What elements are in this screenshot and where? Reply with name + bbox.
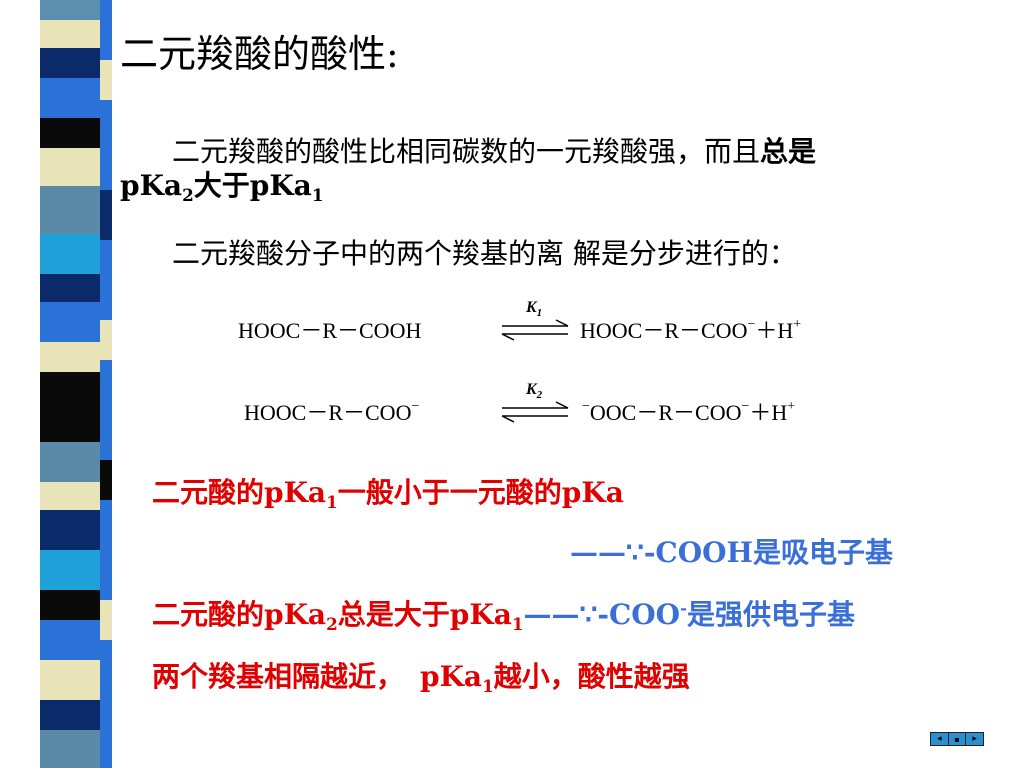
prev-button[interactable]: ◂ [931, 733, 949, 745]
greater-than-text: 大于 [193, 169, 250, 202]
paragraph-text: 二元羧酸的酸性比相同碳数的一元羧酸强，而且 [172, 135, 761, 168]
next-icon: ▸ [972, 734, 977, 744]
home-button[interactable]: ▪ [948, 733, 967, 745]
note-distance: 两个羧基相隔越近，pKa1越小，酸性越强 [152, 660, 690, 696]
note-pka2: 二元酸的pKa2总是大于pKa1——∵-COO-是强供电子基 [152, 597, 856, 634]
eq2-right: −OOC－R－COO−＋H+ [582, 399, 795, 425]
paragraph-stepwise: 二元羧酸分子中的两个羧基的离 解是分步进行的： [172, 237, 797, 270]
pka1-subscript: 1 [311, 184, 324, 205]
note-cooh-withdrawing: ——∵-COOH是吸电子基 [570, 536, 893, 569]
home-icon: ▪ [954, 734, 960, 744]
pka1-label: pKa [249, 169, 312, 202]
equilibrium-arrow-icon [501, 401, 569, 423]
eq1-left: HOOC－R－COOH [238, 318, 421, 343]
paragraph-emphasis: 总是 [760, 135, 817, 168]
slide-nav: ◂ ▪ ▸ [930, 732, 984, 746]
next-button[interactable]: ▸ [966, 733, 984, 745]
eq1-right: HOOC－R－COO−＋H+ [580, 317, 801, 343]
pka2-subscript: 2 [182, 184, 194, 205]
slide-title: 二元羧酸的酸性: [120, 32, 399, 76]
eq1-k: K1 [525, 299, 542, 319]
equation-2: HOOC－R－COO− K2 −OOC－R－COO−＋H+ [244, 381, 795, 425]
decorative-stripe-bar [0, 0, 120, 768]
equilibrium-arrow-icon [501, 319, 569, 341]
equation-1: HOOC－R－COOH K1 HOOC－R－COO−＋H+ [238, 299, 801, 343]
eq2-left: HOOC－R－COO− [244, 399, 419, 425]
prev-icon: ◂ [937, 734, 942, 744]
note-pka1: 二元酸的pKa1一般小于一元酸的pKa [152, 476, 624, 512]
paragraph-acidity: 二元羧酸的酸性比相同碳数的一元羧酸强，而且总是 pKa2大于pKa1 [120, 135, 970, 203]
pka2-label: pKa [120, 169, 183, 202]
eq2-k: K2 [525, 381, 543, 401]
